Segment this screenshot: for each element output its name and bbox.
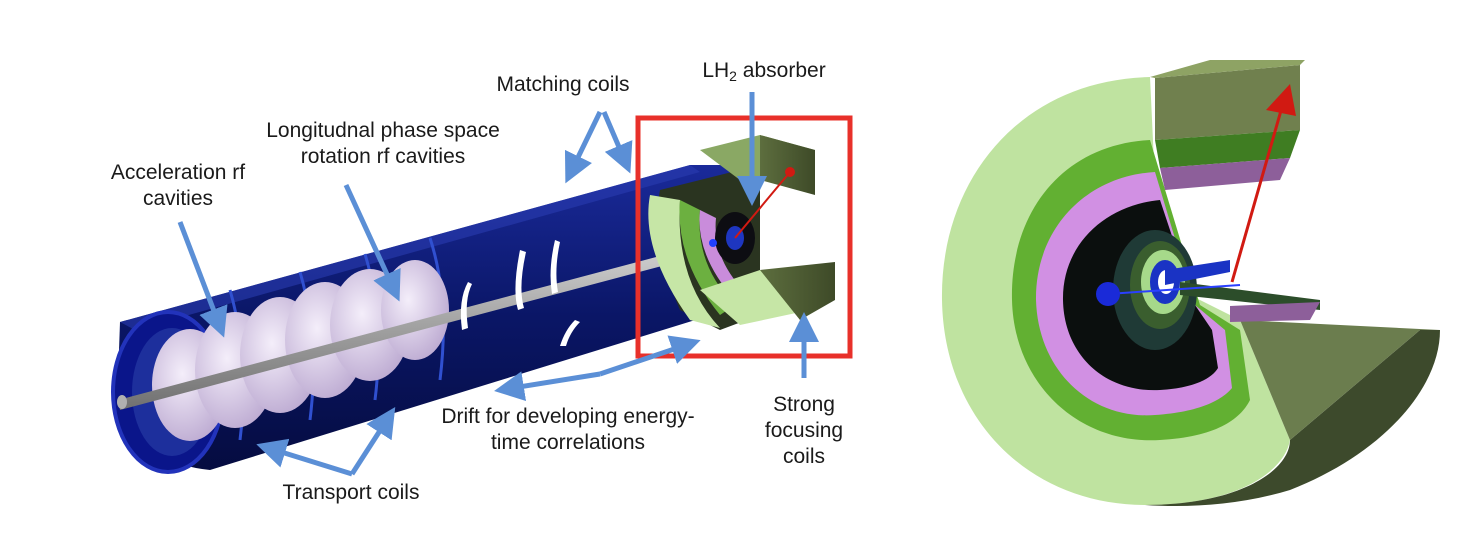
arrow-matching-2 bbox=[601, 111, 633, 174]
absorber-text: absorber bbox=[736, 59, 826, 82]
arrow-transport-2 bbox=[349, 406, 396, 476]
beam-sphere bbox=[1096, 282, 1120, 306]
arrow-drift-right bbox=[599, 335, 701, 377]
outer-coil-side bbox=[1145, 330, 1440, 507]
highlight-box bbox=[635, 115, 853, 359]
absorber-body bbox=[1180, 282, 1320, 310]
label-drift: Drift for developing energy- time correl… bbox=[441, 405, 695, 454]
lh2-subscript: 2 bbox=[729, 68, 737, 84]
absorber-window bbox=[1165, 260, 1230, 285]
pointer-arrows bbox=[177, 92, 819, 477]
axis-arrow-head bbox=[1266, 84, 1296, 116]
cut-face-lower bbox=[1240, 320, 1440, 440]
absorber-cutaway-drawing bbox=[941, 60, 1440, 507]
lower-violet-strip bbox=[1230, 302, 1320, 322]
strip-green bbox=[1155, 130, 1300, 168]
beam-rod bbox=[118, 248, 692, 410]
rod-end bbox=[117, 395, 127, 409]
arrow-transport-1 bbox=[256, 438, 353, 477]
lh2-text: LH bbox=[702, 59, 730, 82]
beam-axis bbox=[1107, 284, 1241, 295]
label-acceleration-rf-cavities: Acceleration rf cavities bbox=[110, 161, 246, 210]
label-matching-coils: Matching coils bbox=[496, 73, 630, 96]
cooling-channel-drawing bbox=[111, 92, 853, 477]
top-block-front bbox=[1155, 65, 1300, 140]
arrow-acceleration bbox=[177, 221, 228, 338]
drift-slits bbox=[460, 240, 580, 346]
tube-top-edge bbox=[120, 165, 700, 330]
label-strong-focusing-coils: Strong focusing coils bbox=[764, 393, 844, 468]
arrow-drift-left bbox=[494, 371, 601, 402]
arrow-longitudinal bbox=[343, 183, 401, 302]
arrow-matching-1 bbox=[564, 110, 603, 184]
strip-violet bbox=[1160, 158, 1290, 190]
label-lh2-absorber: LH2 absorber bbox=[684, 58, 844, 89]
top-block-top bbox=[1150, 60, 1305, 78]
axis-arrow bbox=[1230, 99, 1286, 283]
absorber-assembly-small bbox=[648, 135, 835, 330]
label-longitudinal-rotation-rf-cavities: Longitudnal phase space rotation rf cavi… bbox=[266, 119, 500, 168]
label-transport-coils: Transport coils bbox=[282, 481, 420, 504]
